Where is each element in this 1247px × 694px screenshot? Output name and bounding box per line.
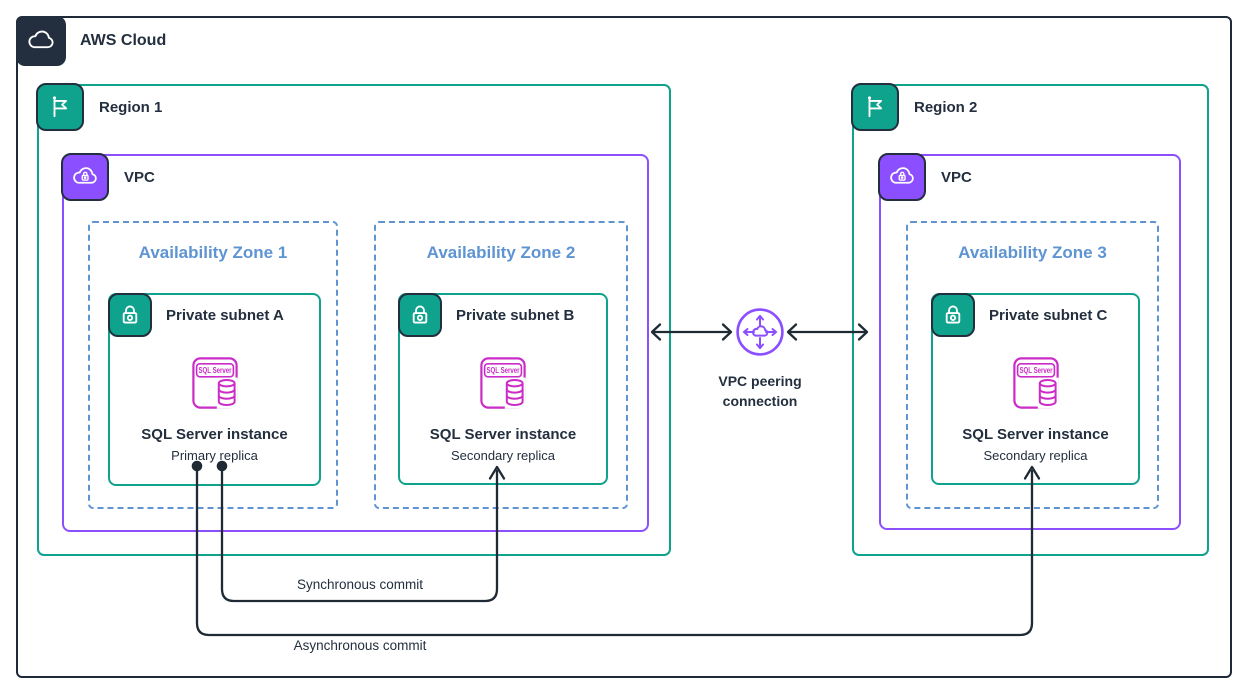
secondary-replica-label: Secondary replica: [450, 448, 556, 463]
sql-server-icon: [480, 357, 526, 409]
sync-commit-label: Synchronous commit: [296, 577, 424, 592]
aws-cloud-icon: [16, 16, 66, 66]
subnet-a-label: Private subnet A: [166, 306, 284, 324]
vpc-icon: [878, 153, 926, 201]
vpc-2-label: VPC: [941, 168, 972, 186]
vpc-peering-label-line1: VPC peering: [718, 373, 802, 389]
sql-server-instance-label: SQL Server instance: [962, 426, 1109, 443]
vpc-peering-label: VPC peering connection: [688, 371, 832, 412]
private-subnet-icon: [398, 293, 442, 337]
availability-zone-3: Availability Zone 3 Private subnet C SQL…: [906, 221, 1159, 509]
sql-server-icon: [1013, 357, 1059, 409]
sql-server-instance-label: SQL Server instance: [141, 426, 288, 443]
region-2-label: Region 2: [914, 98, 978, 116]
vpc-1-label: VPC: [124, 168, 155, 186]
region-1-container: Region 1 VPC Availability Zone 1 Private…: [36, 83, 671, 556]
region-1-label: Region 1: [99, 98, 163, 116]
vpc-peering-icon: [735, 307, 785, 357]
region-icon: [851, 83, 899, 131]
subnet-c-label: Private subnet C: [989, 306, 1108, 324]
vpc-1-container: VPC Availability Zone 1 Private subnet A…: [61, 153, 649, 532]
subnet-b-label: Private subnet B: [456, 306, 575, 324]
sql-server-instance-label: SQL Server instance: [429, 426, 577, 443]
private-subnet-b: Private subnet B SQL Server instance Sec…: [398, 293, 608, 485]
secondary-replica-label: Secondary replica: [983, 448, 1088, 463]
availability-zone-2: Availability Zone 2 Private subnet B SQL…: [374, 221, 628, 509]
private-subnet-c: Private subnet C SQL Server instance Sec…: [931, 293, 1140, 485]
region-icon: [36, 83, 84, 131]
az-1-label: Availability Zone 1: [138, 243, 288, 262]
async-commit-label: Asynchronous commit: [293, 638, 427, 653]
vpc-icon: [61, 153, 109, 201]
primary-replica-label: Primary replica: [171, 448, 258, 463]
aws-cloud-container: AWS Cloud Region 1 VPC Availability Zone…: [16, 16, 1232, 678]
sql-server-icon: [192, 357, 238, 409]
vpc-2-container: VPC Availability Zone 3 Private subnet C…: [878, 153, 1181, 530]
az-3-label: Availability Zone 3: [958, 243, 1107, 262]
az-2-label: Availability Zone 2: [426, 243, 576, 262]
region-2-container: Region 2 VPC Availability Zone 3 Private…: [851, 83, 1209, 556]
vpc-peering-label-line2: connection: [722, 393, 798, 410]
aws-cloud-label: AWS Cloud: [80, 32, 167, 49]
private-subnet-a: Private subnet A SQL Server instance Pri…: [108, 293, 321, 486]
private-subnet-icon: [931, 293, 975, 337]
private-subnet-icon: [108, 293, 152, 337]
availability-zone-1: Availability Zone 1 Private subnet A SQL…: [88, 221, 338, 509]
